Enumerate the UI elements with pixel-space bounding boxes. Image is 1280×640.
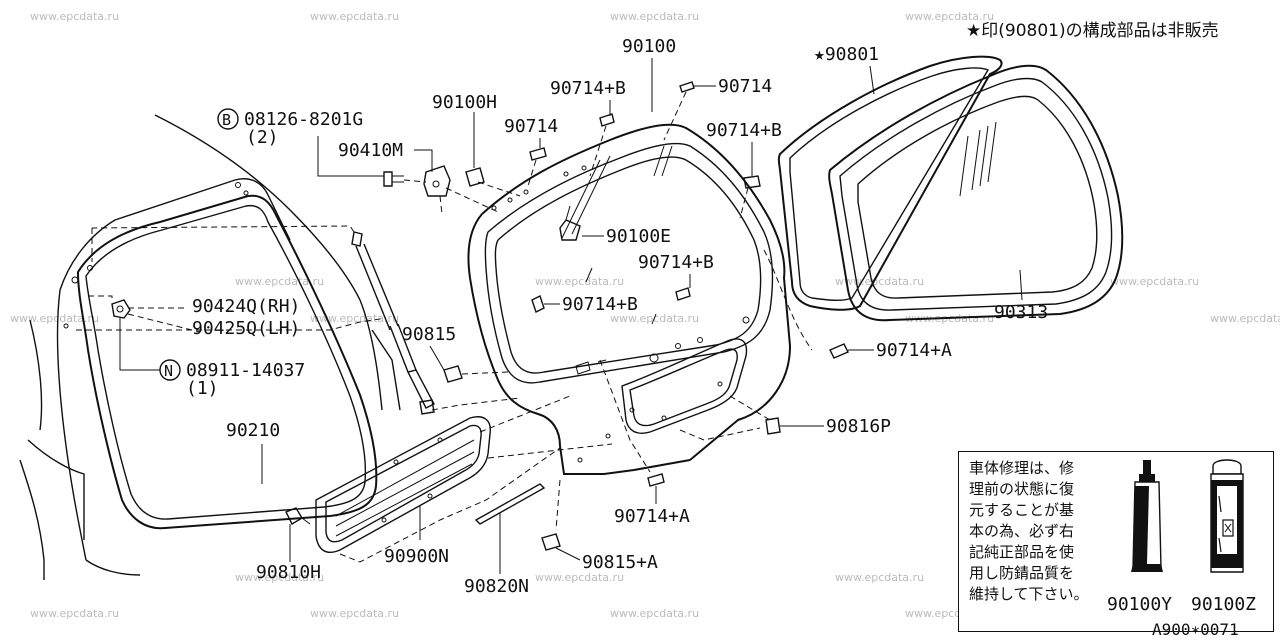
diagram-code: A900∗0071 <box>1152 620 1239 639</box>
watermark: www.epcdata.ru <box>835 275 924 288</box>
label-90801: ★90801 <box>814 44 879 65</box>
bumper-stop-90815: 90815 <box>402 324 509 383</box>
spray-can-icon <box>1210 459 1244 573</box>
gas-spring-stay <box>91 225 521 415</box>
label-90820n: 90820N <box>464 576 529 597</box>
watermark: www.epcdata.ru <box>535 571 624 584</box>
label-90714-top: 90714 <box>718 76 772 97</box>
watermark: www.epcdata.ru <box>1210 312 1280 325</box>
repair-note-text: 車体修理は、修 理前の状態に復 元することが基 本の為、必ず右 記純正部品を使 … <box>969 458 1119 605</box>
garnish-90820n: 90820N <box>464 483 546 597</box>
clip-90810h: 90810H <box>256 507 321 583</box>
label-08911-14037: 08911-14037 <box>186 360 305 381</box>
label-90100h: 90100H <box>432 92 497 113</box>
bolt-mark: B <box>222 111 231 129</box>
bumper-stop-90815a: 90815+A <box>541 479 658 573</box>
label-90714-glass-b: 90714+B <box>638 252 714 273</box>
nut-mark: N <box>164 362 173 380</box>
label-90100y: 90100Y <box>1107 594 1173 615</box>
label-90313: 90313 <box>994 302 1048 323</box>
watermark: www.epcdata.ru <box>235 571 324 584</box>
watermark: www.epcdata.ru <box>310 312 399 325</box>
sealant-tube-icon <box>1131 460 1163 572</box>
label-90410m: 90410M <box>338 140 403 161</box>
watermark: www.epcdata.ru <box>310 10 399 23</box>
label-90815-a: 90815+A <box>582 552 658 573</box>
grommet-90816p: 90816P <box>679 395 891 441</box>
label-90714-a-right: 90714+A <box>876 340 952 361</box>
repair-note-box: 車体修理は、修 理前の状態に復 元することが基 本の為、必ず右 記純正部品を使 … <box>958 451 1274 632</box>
bumper-and-nut: 90424Q(RH) 90425Q(LH) N 08911-14037 (1) <box>76 295 387 399</box>
watermark: www.epcdata.ru <box>30 10 119 23</box>
label-90714-mid: 90714 <box>504 116 558 137</box>
label-90210: 90210 <box>226 420 280 441</box>
watermark: www.epcdata.ru <box>905 10 994 23</box>
label-90424q: 90424Q(RH) <box>192 296 300 317</box>
repair-note-line: 用し防錆品質を <box>969 564 1075 582</box>
watermark: www.epcdata.ru <box>535 275 624 288</box>
vehicle-body-opening <box>19 114 401 580</box>
label-90816p: 90816P <box>826 416 891 437</box>
label-90714-top-b: 90714+B <box>550 78 626 99</box>
watermark: www.epcdata.ru <box>30 607 119 620</box>
watermark: www.epcdata.ru <box>1110 275 1199 288</box>
label-90714-a-bottom: 90714+A <box>614 506 690 527</box>
repair-note-line: 維持して下さい。 <box>969 585 1089 603</box>
label-08911-qty: (1) <box>186 378 219 399</box>
repair-note-line: 理前の状態に復 <box>969 480 1075 498</box>
hinge-assembly: B 08126-8201G (2) 90410M 90100H <box>217 92 521 215</box>
watermark: www.epcdata.ru <box>310 607 399 620</box>
repair-note-line: 記純正部品を使 <box>969 543 1075 561</box>
label-90815: 90815 <box>402 324 456 345</box>
label-90900n: 90900N <box>384 546 449 567</box>
label-08126-qty: (2) <box>246 127 279 148</box>
label-90100e: 90100E <box>606 226 671 247</box>
stopper-90100e: 90100E <box>559 205 671 247</box>
repair-note-line: 本の為、必ず右 <box>969 522 1075 540</box>
watermark: www.epcdata.ru <box>835 571 924 584</box>
label-90100: 90100 <box>622 36 676 57</box>
repair-note-line: 車体修理は、修 <box>969 459 1075 477</box>
label-90714-left-b: 90714+B <box>562 294 638 315</box>
label-90100z: 90100Z <box>1191 594 1257 615</box>
watermark: www.epcdata.ru <box>10 312 99 325</box>
clip-set-90714: 90714+B 90714 90714 90714+B 90714+B 9071… <box>504 76 952 527</box>
watermark: www.epcdata.ru <box>235 275 324 288</box>
watermark: www.epcdata.ru <box>610 10 699 23</box>
label-90425q: 90425Q(LH) <box>192 318 300 339</box>
rear-glass-assembly: ★90801 90313 <box>777 44 1124 323</box>
label-08126-8201g: 08126-8201G <box>244 109 363 130</box>
header-note: ★印(90801)の構成部品は非販売 <box>966 21 1219 41</box>
weatherstrip: 90210 <box>226 420 280 484</box>
label-90810h: 90810H <box>256 562 321 583</box>
repair-note-line: 元することが基 <box>969 501 1075 519</box>
back-door-panel: 90100 <box>467 36 791 475</box>
finisher-90900n: 90900N <box>315 395 613 567</box>
label-90714-right-b: 90714+B <box>706 120 782 141</box>
watermark: www.epcdata.ru <box>610 607 699 620</box>
